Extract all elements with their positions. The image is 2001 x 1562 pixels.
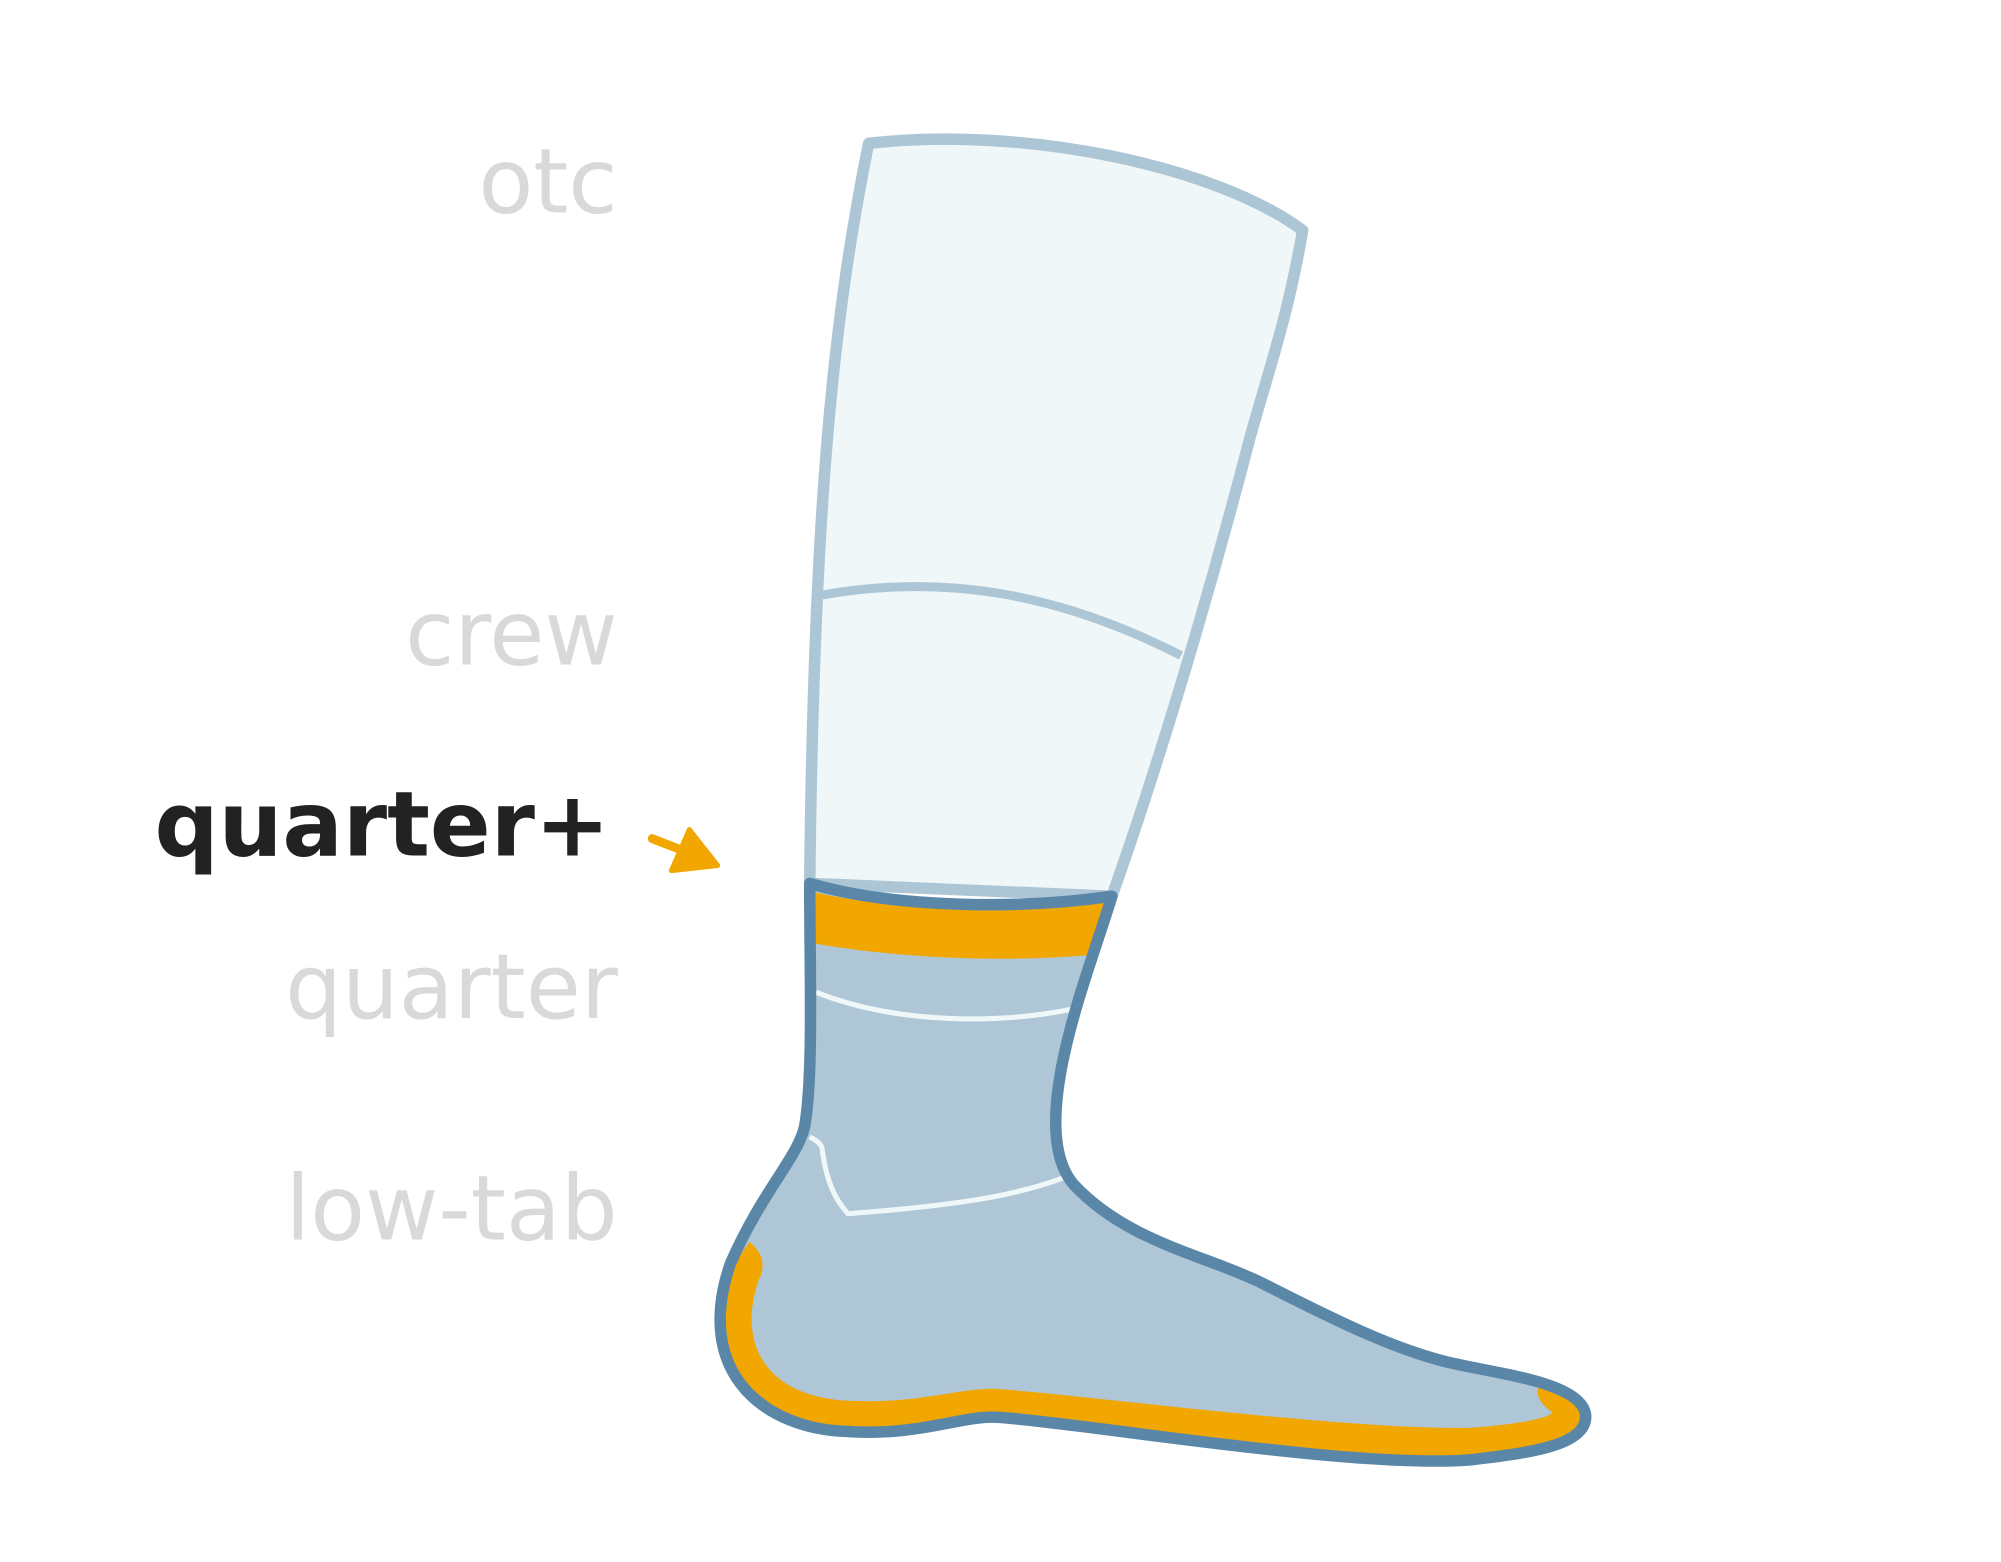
labels: otc crew quarter+ quarter low-tab — [155, 131, 618, 1262]
label-quarter-plus: quarter+ — [155, 773, 611, 877]
sock-outline — [714, 877, 1592, 1467]
label-quarter: quarter — [285, 936, 618, 1040]
crew-line — [819, 582, 1184, 660]
label-otc: otc — [478, 131, 617, 235]
label-crew: crew — [405, 582, 618, 686]
arrow-pointer-icon — [647, 827, 721, 874]
quarter-line — [815, 989, 1074, 1022]
sole-band — [723, 1241, 1584, 1459]
leg-otc-outline — [803, 133, 1309, 902]
low-tab-line — [808, 1134, 1065, 1217]
quarter-plus-sock — [714, 877, 1592, 1467]
sock-body — [720, 883, 1586, 1462]
label-low-tab: low-tab — [285, 1157, 617, 1261]
